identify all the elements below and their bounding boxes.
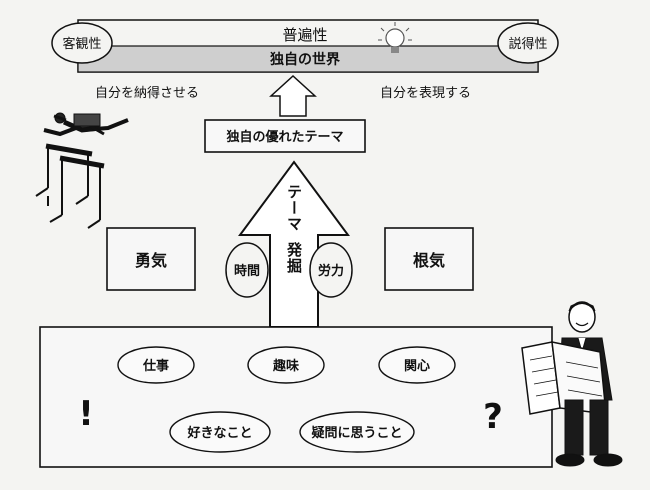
persuasiveness-label: 説得性 bbox=[508, 36, 547, 52]
time-bubble bbox=[225, 242, 269, 298]
universality-label: 普遍性 bbox=[282, 26, 327, 44]
question-mark: ? bbox=[483, 397, 503, 437]
work-bubble bbox=[117, 346, 195, 384]
work-label: 仕事 bbox=[142, 358, 169, 374]
arrow-label-theme: テーマ bbox=[285, 184, 303, 232]
interest-bubble bbox=[378, 346, 456, 384]
express-self-caption: 自分を表現する bbox=[380, 86, 471, 101]
theme-discovery-arrow bbox=[238, 160, 350, 328]
likes-label: 好きなこと bbox=[186, 425, 252, 441]
man-reading-newspaper-illustration bbox=[521, 301, 623, 467]
likes-bubble bbox=[169, 411, 271, 453]
effort-label: 労力 bbox=[318, 263, 344, 279]
courage-box bbox=[106, 227, 196, 291]
persuasiveness-bubble bbox=[497, 22, 559, 64]
perseverance-box bbox=[384, 227, 474, 291]
hobby-label: 趣味 bbox=[272, 358, 299, 374]
excellent-theme-label: 独自の優れたテーマ bbox=[226, 129, 343, 145]
excellent-theme-box bbox=[204, 119, 366, 153]
unique-world-band bbox=[77, 45, 539, 73]
exclamation-mark: ! bbox=[78, 394, 94, 434]
perseverance-label: 根気 bbox=[413, 251, 445, 270]
convince-self-caption: 自分を納得させる bbox=[95, 85, 199, 101]
time-label: 時間 bbox=[234, 263, 260, 279]
hobby-bubble bbox=[247, 346, 325, 384]
arrow-label-discovery: 発掘 bbox=[285, 241, 303, 274]
questions-label: 疑問に思うこと bbox=[311, 425, 402, 441]
questions-bubble bbox=[299, 411, 415, 453]
objectivity-label: 客観性 bbox=[62, 36, 101, 52]
unique-world-label: 独自の世界 bbox=[270, 51, 341, 68]
objectivity-bubble bbox=[51, 22, 113, 64]
top-banner: 普遍性 独自の世界 客観性 説得性 bbox=[51, 19, 559, 73]
interest-label: 関心 bbox=[404, 359, 430, 374]
effort-bubble bbox=[309, 242, 353, 298]
small-up-arrow bbox=[269, 74, 317, 117]
hurdler-illustration bbox=[35, 112, 129, 229]
lightbulb-icon bbox=[378, 22, 412, 53]
courage-label: 勇気 bbox=[135, 251, 167, 270]
